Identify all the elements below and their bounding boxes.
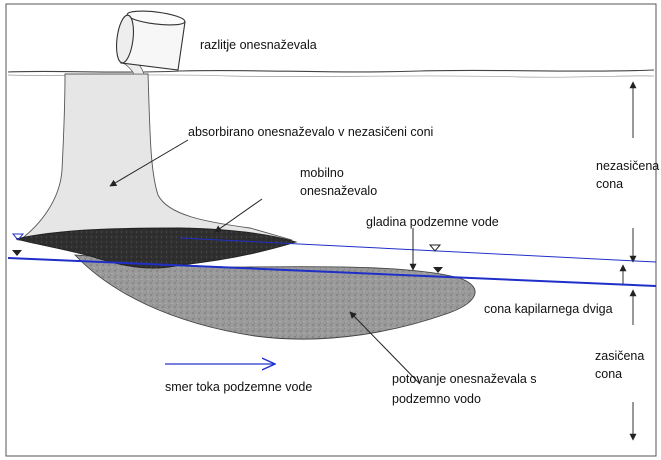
spill-label: razlitje onesnaževala	[200, 38, 317, 52]
mobile-label-line2: onesnaževalo	[300, 184, 377, 198]
capillary-label: cona kapilarnega dviga	[484, 302, 613, 316]
saturated-label-line2: cona	[595, 367, 622, 381]
barrel-icon	[114, 9, 185, 70]
ground-surface	[8, 70, 654, 72]
absorbed-contaminant-zone	[20, 74, 292, 240]
flow-direction-label: smer toka podzemne vode	[165, 380, 312, 394]
mobile-label-line1: mobilno	[300, 166, 344, 180]
transport-label-line2: podzemno vodo	[392, 392, 481, 406]
absorbed-label: absorbirano onesnaževalo v nezasičeni co…	[188, 125, 433, 139]
water-level-marker-icon	[12, 250, 22, 256]
saturated-label-line1: zasičena	[595, 349, 644, 363]
water-table-label: gladina podzemne vode	[366, 215, 499, 229]
unsaturated-label-line2: cona	[596, 177, 623, 191]
mobile-contaminant	[16, 228, 296, 268]
unsaturated-label-line1: nezasičena	[596, 159, 659, 173]
transport-label-line1: potovanje onesnaževala s	[392, 372, 537, 386]
contaminant-plume	[75, 255, 475, 339]
water-level-marker-icon	[430, 245, 440, 251]
water-level-marker-icon	[433, 267, 443, 273]
